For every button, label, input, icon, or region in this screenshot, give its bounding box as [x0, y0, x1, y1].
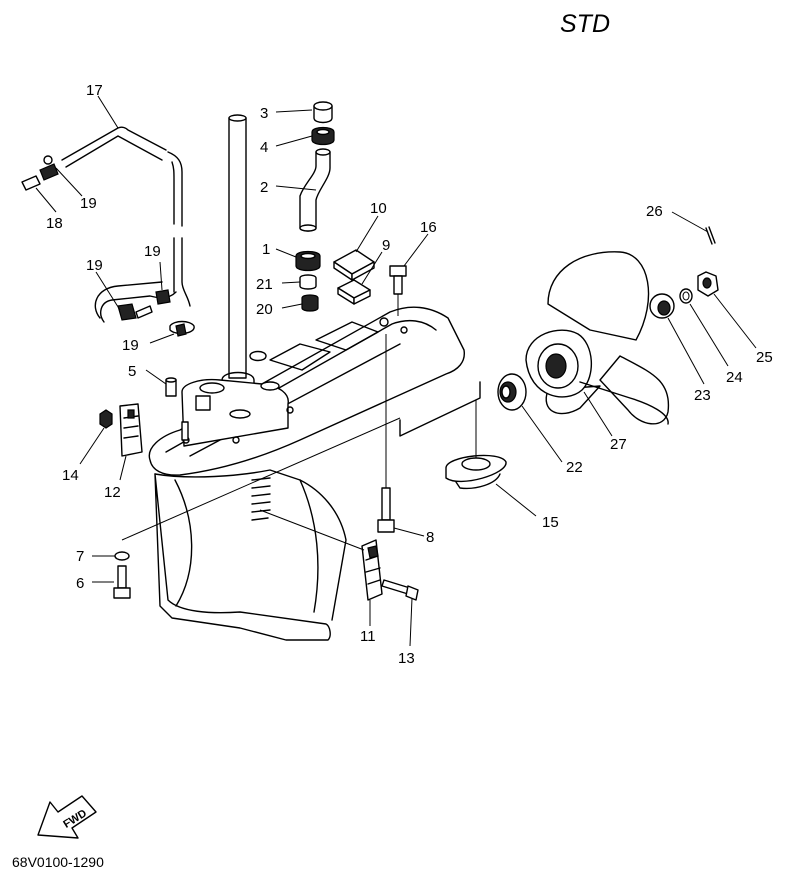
drawing-code: 68V0100-1290 [12, 854, 104, 870]
leader-lines [35, 95, 757, 647]
nut-14 [99, 409, 113, 429]
lower-casing [148, 306, 481, 641]
callout-8: 8 [426, 529, 434, 546]
clamp-19-bottom [169, 320, 195, 337]
callout-19-right: 19 [144, 243, 161, 260]
spacer-22 [497, 373, 527, 411]
callout-11: 11 [360, 628, 376, 645]
callout-19-bottom: 19 [122, 337, 139, 354]
thrust-washer-15 [445, 454, 507, 490]
water-pipe-2 [299, 148, 331, 232]
nut-25 [697, 271, 719, 297]
callout-13: 13 [398, 650, 415, 667]
callout-15: 15 [542, 514, 559, 531]
bolt-8 [377, 487, 395, 533]
hose-17 [61, 126, 191, 323]
callout-2: 2 [260, 179, 268, 196]
anode-12 [119, 403, 143, 457]
callout-16: 16 [420, 219, 437, 236]
seal-1 [295, 250, 321, 272]
callout-10: 10 [370, 200, 387, 217]
trim-tab-11 [361, 539, 383, 601]
callout-5: 5 [128, 363, 136, 380]
grommet-20 [301, 294, 319, 312]
callout-25: 25 [756, 349, 773, 366]
small-bolt-on-plate [181, 421, 189, 441]
washer-24 [679, 288, 693, 304]
clamp-19-right [155, 289, 171, 305]
callout-26: 26 [646, 203, 663, 220]
seal-block-10 [333, 249, 375, 281]
callout-3: 3 [260, 105, 268, 122]
callout-19-top: 19 [80, 195, 97, 212]
diagram-title: STD [560, 10, 610, 38]
callout-18: 18 [46, 215, 63, 232]
callout-17: 17 [86, 82, 103, 99]
propeller-27 [525, 251, 670, 425]
callout-12: 12 [104, 484, 121, 501]
callout-9: 9 [382, 237, 390, 254]
callout-23: 23 [694, 387, 711, 404]
callout-19-left: 19 [86, 257, 103, 274]
callout-24: 24 [726, 369, 743, 386]
seal-block-9 [337, 279, 371, 305]
callout-7: 7 [76, 548, 84, 565]
callout-6: 6 [76, 575, 84, 592]
callout-21: 21 [256, 276, 273, 293]
pin-5 [165, 377, 177, 397]
callout-14: 14 [62, 467, 79, 484]
bolt-6 [113, 565, 131, 599]
callout-4: 4 [260, 139, 268, 156]
washer-23 [649, 293, 675, 319]
grommet-3 [313, 101, 333, 124]
callout-labels: 1 2 3 4 5 6 7 8 9 10 11 12 13 14 15 16 1… [46, 82, 773, 667]
drive-shaft [221, 114, 255, 394]
cotter-pin-26 [705, 226, 716, 245]
callout-22: 22 [566, 459, 583, 476]
fwd-arrow-icon: FWD [37, 795, 97, 839]
clamp-19-left [117, 303, 153, 321]
fitting-18 [21, 155, 59, 191]
callout-27: 27 [610, 436, 627, 453]
washer-7 [114, 551, 130, 561]
bolt-16 [389, 265, 407, 295]
seal-4 [311, 126, 335, 146]
callout-1: 1 [262, 241, 270, 258]
callout-20: 20 [256, 301, 273, 318]
collar-21 [299, 274, 317, 290]
bolt-13 [381, 579, 419, 601]
